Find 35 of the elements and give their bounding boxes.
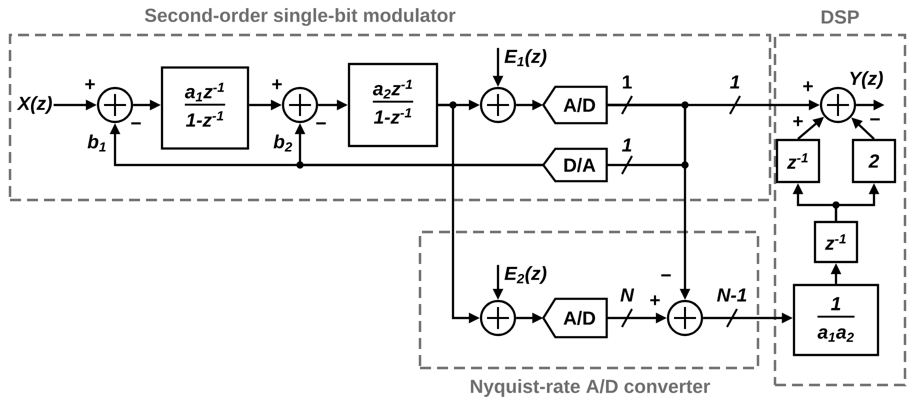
summing-junction (480, 300, 516, 336)
block-box: z$^{-1}$ (814, 220, 858, 264)
sign-label: + (85, 79, 95, 90)
summing-junction (666, 300, 704, 336)
converter-block: A/D (542, 298, 608, 338)
sign-label: − (316, 122, 326, 124)
transfer-function-box: a$_{1}$z$^{-1}$ 1-z$^{-1}$ (160, 66, 250, 150)
transfer-function-box: 1 a$_{1}$a$_{2}$ (792, 284, 880, 356)
sign-label: 1 (622, 75, 632, 89)
summing-junction (480, 86, 516, 124)
edge-label: N-1 (717, 288, 746, 302)
node-label: DSP (822, 10, 859, 24)
sign-label: + (272, 79, 282, 90)
edge-label: 1 (730, 75, 740, 89)
summing-junction (282, 86, 318, 124)
node-label: Second-order single-bit modulator (144, 8, 456, 26)
signal-label: E$_{2}$(z) (504, 266, 546, 284)
sign-label: − (661, 274, 671, 276)
sign-label: + (803, 81, 813, 92)
signal-label: Y(z) (850, 71, 883, 89)
edge-label: b$_{2}$ (274, 134, 292, 152)
block-box: 2 (852, 138, 896, 184)
edge-label: b$_{1}$ (88, 134, 106, 152)
edge-label: N (620, 288, 634, 302)
signal-label: E$_{1}$(z) (504, 49, 546, 67)
sign-label: + (793, 116, 803, 126)
transfer-function-box: a$_{2}$z$^{-1}$ 1-z$^{-1}$ (348, 62, 438, 148)
sign-label: + (650, 295, 660, 306)
summing-junction (96, 86, 134, 124)
signal-label: X(z) (16, 96, 52, 114)
edge-label: 1 (622, 138, 632, 152)
sign-label: − (870, 118, 880, 120)
sign-label: − (131, 122, 141, 124)
block-box: z$^{-1}$ (776, 138, 820, 184)
node-label: Nyquist-rate A/D converter (470, 379, 710, 397)
